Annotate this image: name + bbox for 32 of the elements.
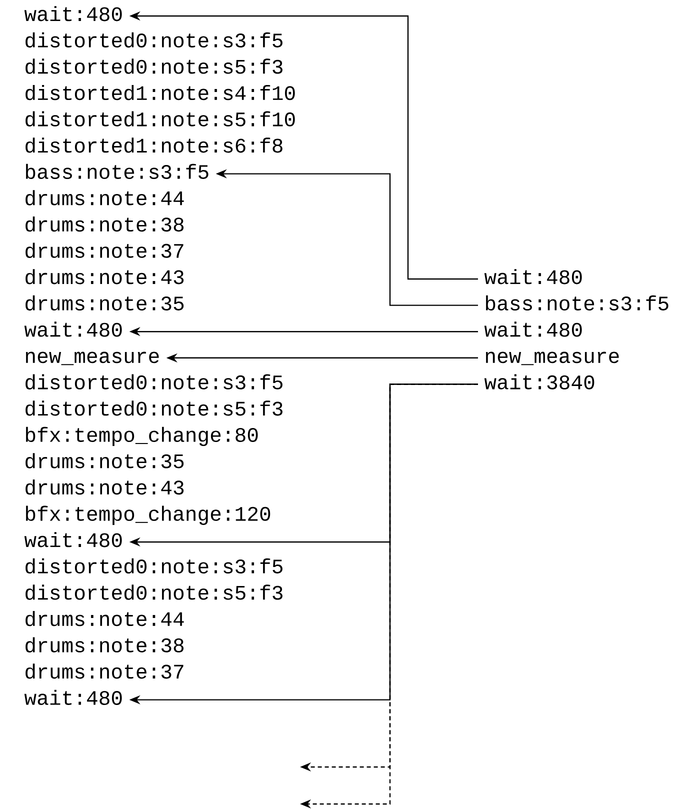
code-line: bfx:tempo_change:120 xyxy=(26,506,270,525)
code-line: distorted0:note:s5:f3 xyxy=(26,584,282,600)
code-line: distorted0:note:s3:f5 xyxy=(26,374,282,390)
code-line: bass:note:s3:f5 xyxy=(26,164,208,179)
code-line: wait:480 xyxy=(484,269,582,284)
code-line: bfx:tempo_change:80 xyxy=(26,426,258,446)
code-line: drums:note:35 xyxy=(26,453,184,468)
code-line: drums:note:44 xyxy=(26,610,184,626)
code-line: distorted0:note:s5:f3 xyxy=(26,400,282,416)
code-line: drums:note:44 xyxy=(26,190,184,206)
code-line: bass:note:s3:f5 xyxy=(486,295,668,310)
code-line: drums:note:38 xyxy=(26,637,184,652)
code-line: wait:480 xyxy=(24,532,122,548)
code-line: new_measure xyxy=(486,352,619,366)
code-line: drums:note:35 xyxy=(26,295,184,311)
code-line: distorted1:note:s5:f10 xyxy=(26,111,295,126)
code-line: drums:note:43 xyxy=(26,269,184,284)
code-line: wait:480 xyxy=(24,690,122,705)
code-line: distorted0:note:s5:f3 xyxy=(26,58,282,74)
code-line: distorted0:note:s3:f5 xyxy=(26,32,282,48)
code-line: wait:480 xyxy=(484,322,582,337)
code-line: wait:480 xyxy=(24,6,122,22)
code-line: distorted0:note:s3:f5 xyxy=(26,558,282,574)
code-line: distorted1:note:s4:f10 xyxy=(26,84,295,100)
code-line: drums:note:38 xyxy=(26,216,184,232)
code-line: wait:480 xyxy=(24,322,122,337)
code-line: distorted1:note:s6:f8 xyxy=(26,138,282,153)
code-line: new_measure xyxy=(26,352,159,366)
code-line: drums:note:37 xyxy=(26,664,184,679)
code-line: drums:note:43 xyxy=(26,479,184,495)
code-line: drums:note:37 xyxy=(26,242,184,258)
code-line: wait:3840 xyxy=(484,374,594,390)
